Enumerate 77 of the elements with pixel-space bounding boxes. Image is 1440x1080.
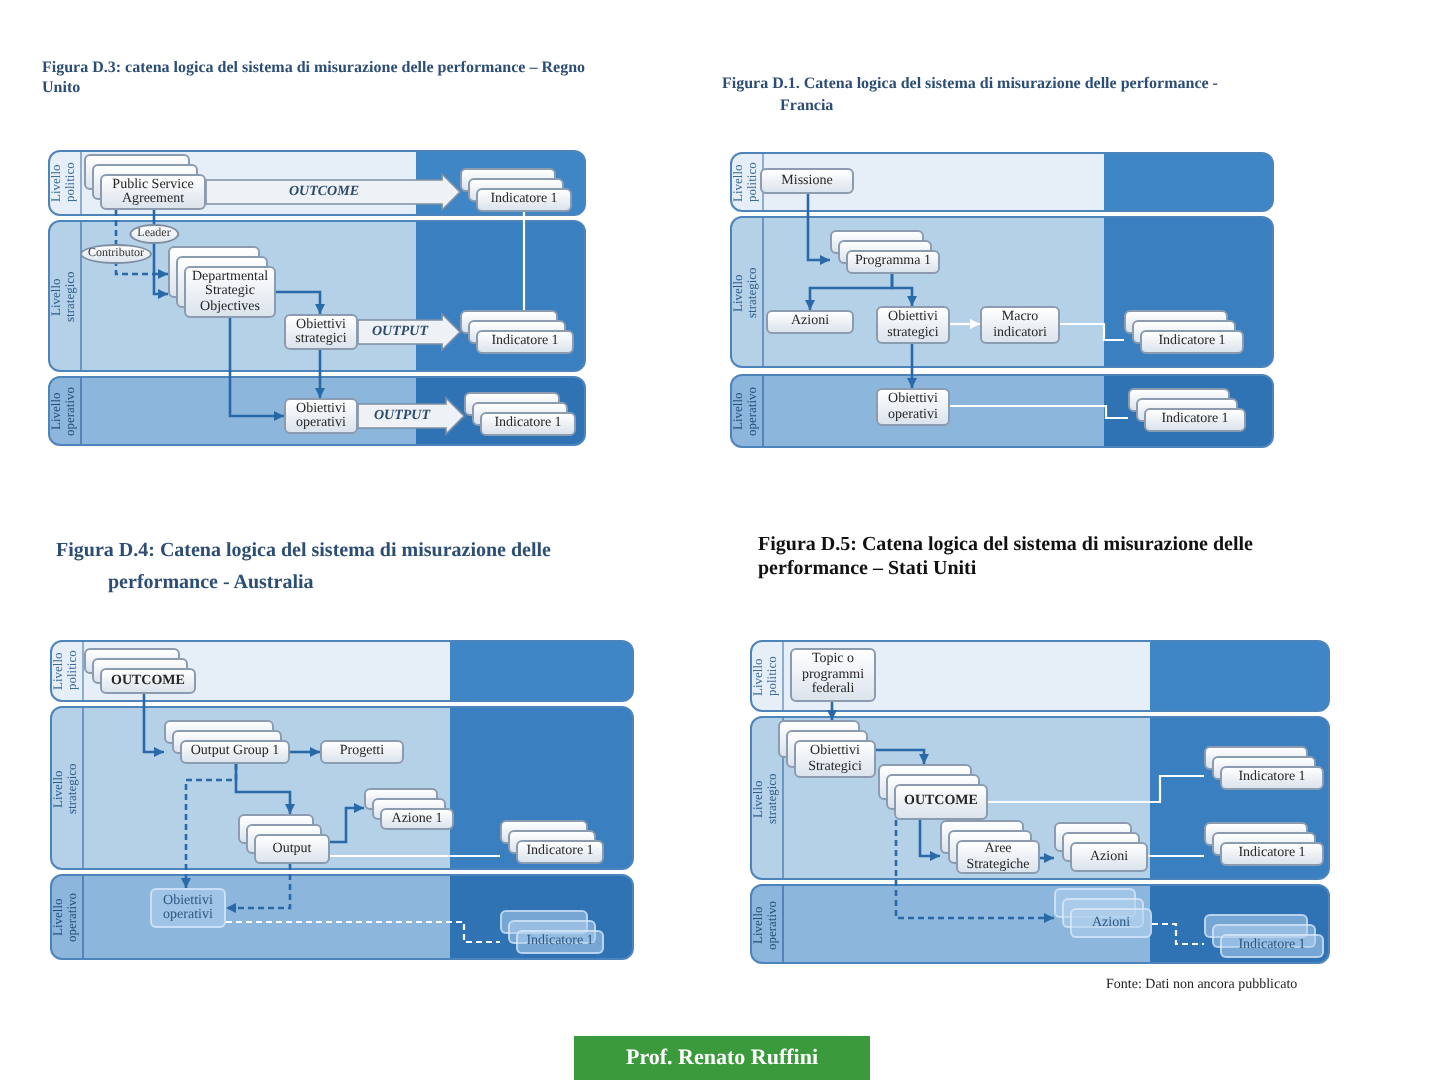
connector-line — [988, 774, 1204, 804]
level-band — [750, 640, 1330, 712]
process-box — [284, 398, 358, 434]
card-stack — [940, 820, 1040, 874]
arrow — [1040, 853, 1054, 863]
level-band — [50, 640, 634, 702]
figure-caption: Figura D.5: Catena logica del sistema di misurazione delle performance – Stati Uniti — [758, 534, 1255, 582]
figure-caption: Figura D.4: Catena logica del sistema di misurazione delle performance - Australia — [56, 538, 553, 598]
card-stack — [830, 230, 940, 274]
card-stack — [164, 720, 290, 764]
author-name: Prof. Renato Ruffini — [625, 1045, 819, 1071]
card-stack — [464, 392, 576, 436]
dashed-arrow — [181, 764, 238, 888]
arrow — [890, 274, 917, 306]
arrow — [827, 702, 837, 720]
card-stack — [460, 310, 574, 354]
level-band — [48, 376, 586, 446]
card-stack — [460, 168, 572, 212]
connector-line — [1148, 854, 1204, 858]
dashed-arrow — [226, 864, 292, 913]
arrow — [950, 319, 980, 329]
process-box — [150, 888, 226, 928]
level-band — [730, 374, 1274, 448]
block-arrow — [205, 172, 462, 212]
level-band — [50, 706, 634, 870]
card-stack — [500, 820, 604, 864]
card-stack — [238, 814, 330, 864]
arrow — [142, 694, 164, 757]
process-box — [980, 306, 1060, 344]
process-box — [766, 310, 854, 334]
connector-line — [330, 854, 500, 858]
figure-caption: Figura D.3: catena logica del sistema di misurazione delle performance – Regno Unito — [42, 58, 588, 100]
card-stack — [1204, 822, 1324, 866]
card-stack — [168, 246, 276, 318]
connector-line — [950, 404, 1128, 420]
card-stack — [84, 648, 196, 694]
level-band — [750, 716, 1330, 880]
arrow — [806, 194, 830, 265]
arrow — [276, 290, 325, 314]
card-stack — [1128, 388, 1246, 432]
arrow — [876, 748, 929, 764]
card-stack — [878, 764, 988, 820]
arrow — [918, 820, 940, 861]
card-stack — [1124, 310, 1244, 354]
dashed-arrow — [114, 210, 168, 279]
level-band — [750, 884, 1330, 964]
level-band — [48, 220, 586, 372]
arrow — [330, 803, 364, 844]
name-banner — [574, 1036, 870, 1080]
level-band — [730, 152, 1274, 212]
arrow — [234, 764, 295, 814]
figure-caption: Figura D.1. Catena logica del sistema di misurazione delle performance - Francia — [722, 72, 1220, 117]
level-band — [50, 874, 634, 960]
card-stack — [1204, 914, 1324, 958]
card-stack — [1204, 746, 1324, 790]
card-stack — [500, 910, 604, 954]
card-stack — [778, 720, 876, 778]
process-box — [876, 388, 950, 426]
card-stack — [84, 154, 206, 210]
connector-line — [522, 212, 526, 310]
connector-line — [1060, 322, 1124, 342]
process-box — [790, 648, 876, 702]
dashed-connector-line — [226, 920, 500, 944]
process-box — [760, 168, 854, 194]
arrow — [907, 344, 917, 388]
card-stack — [1054, 822, 1148, 872]
process-box — [320, 740, 404, 764]
arrow — [228, 318, 284, 421]
dashed-arrow — [894, 820, 1054, 923]
card-stack — [1054, 888, 1152, 938]
process-box — [284, 314, 358, 350]
arrow — [315, 350, 325, 398]
arrow — [290, 747, 320, 757]
dashed-connector-line — [1152, 922, 1204, 946]
level-band — [730, 216, 1274, 368]
card-stack — [364, 788, 454, 830]
process-box — [876, 306, 950, 344]
